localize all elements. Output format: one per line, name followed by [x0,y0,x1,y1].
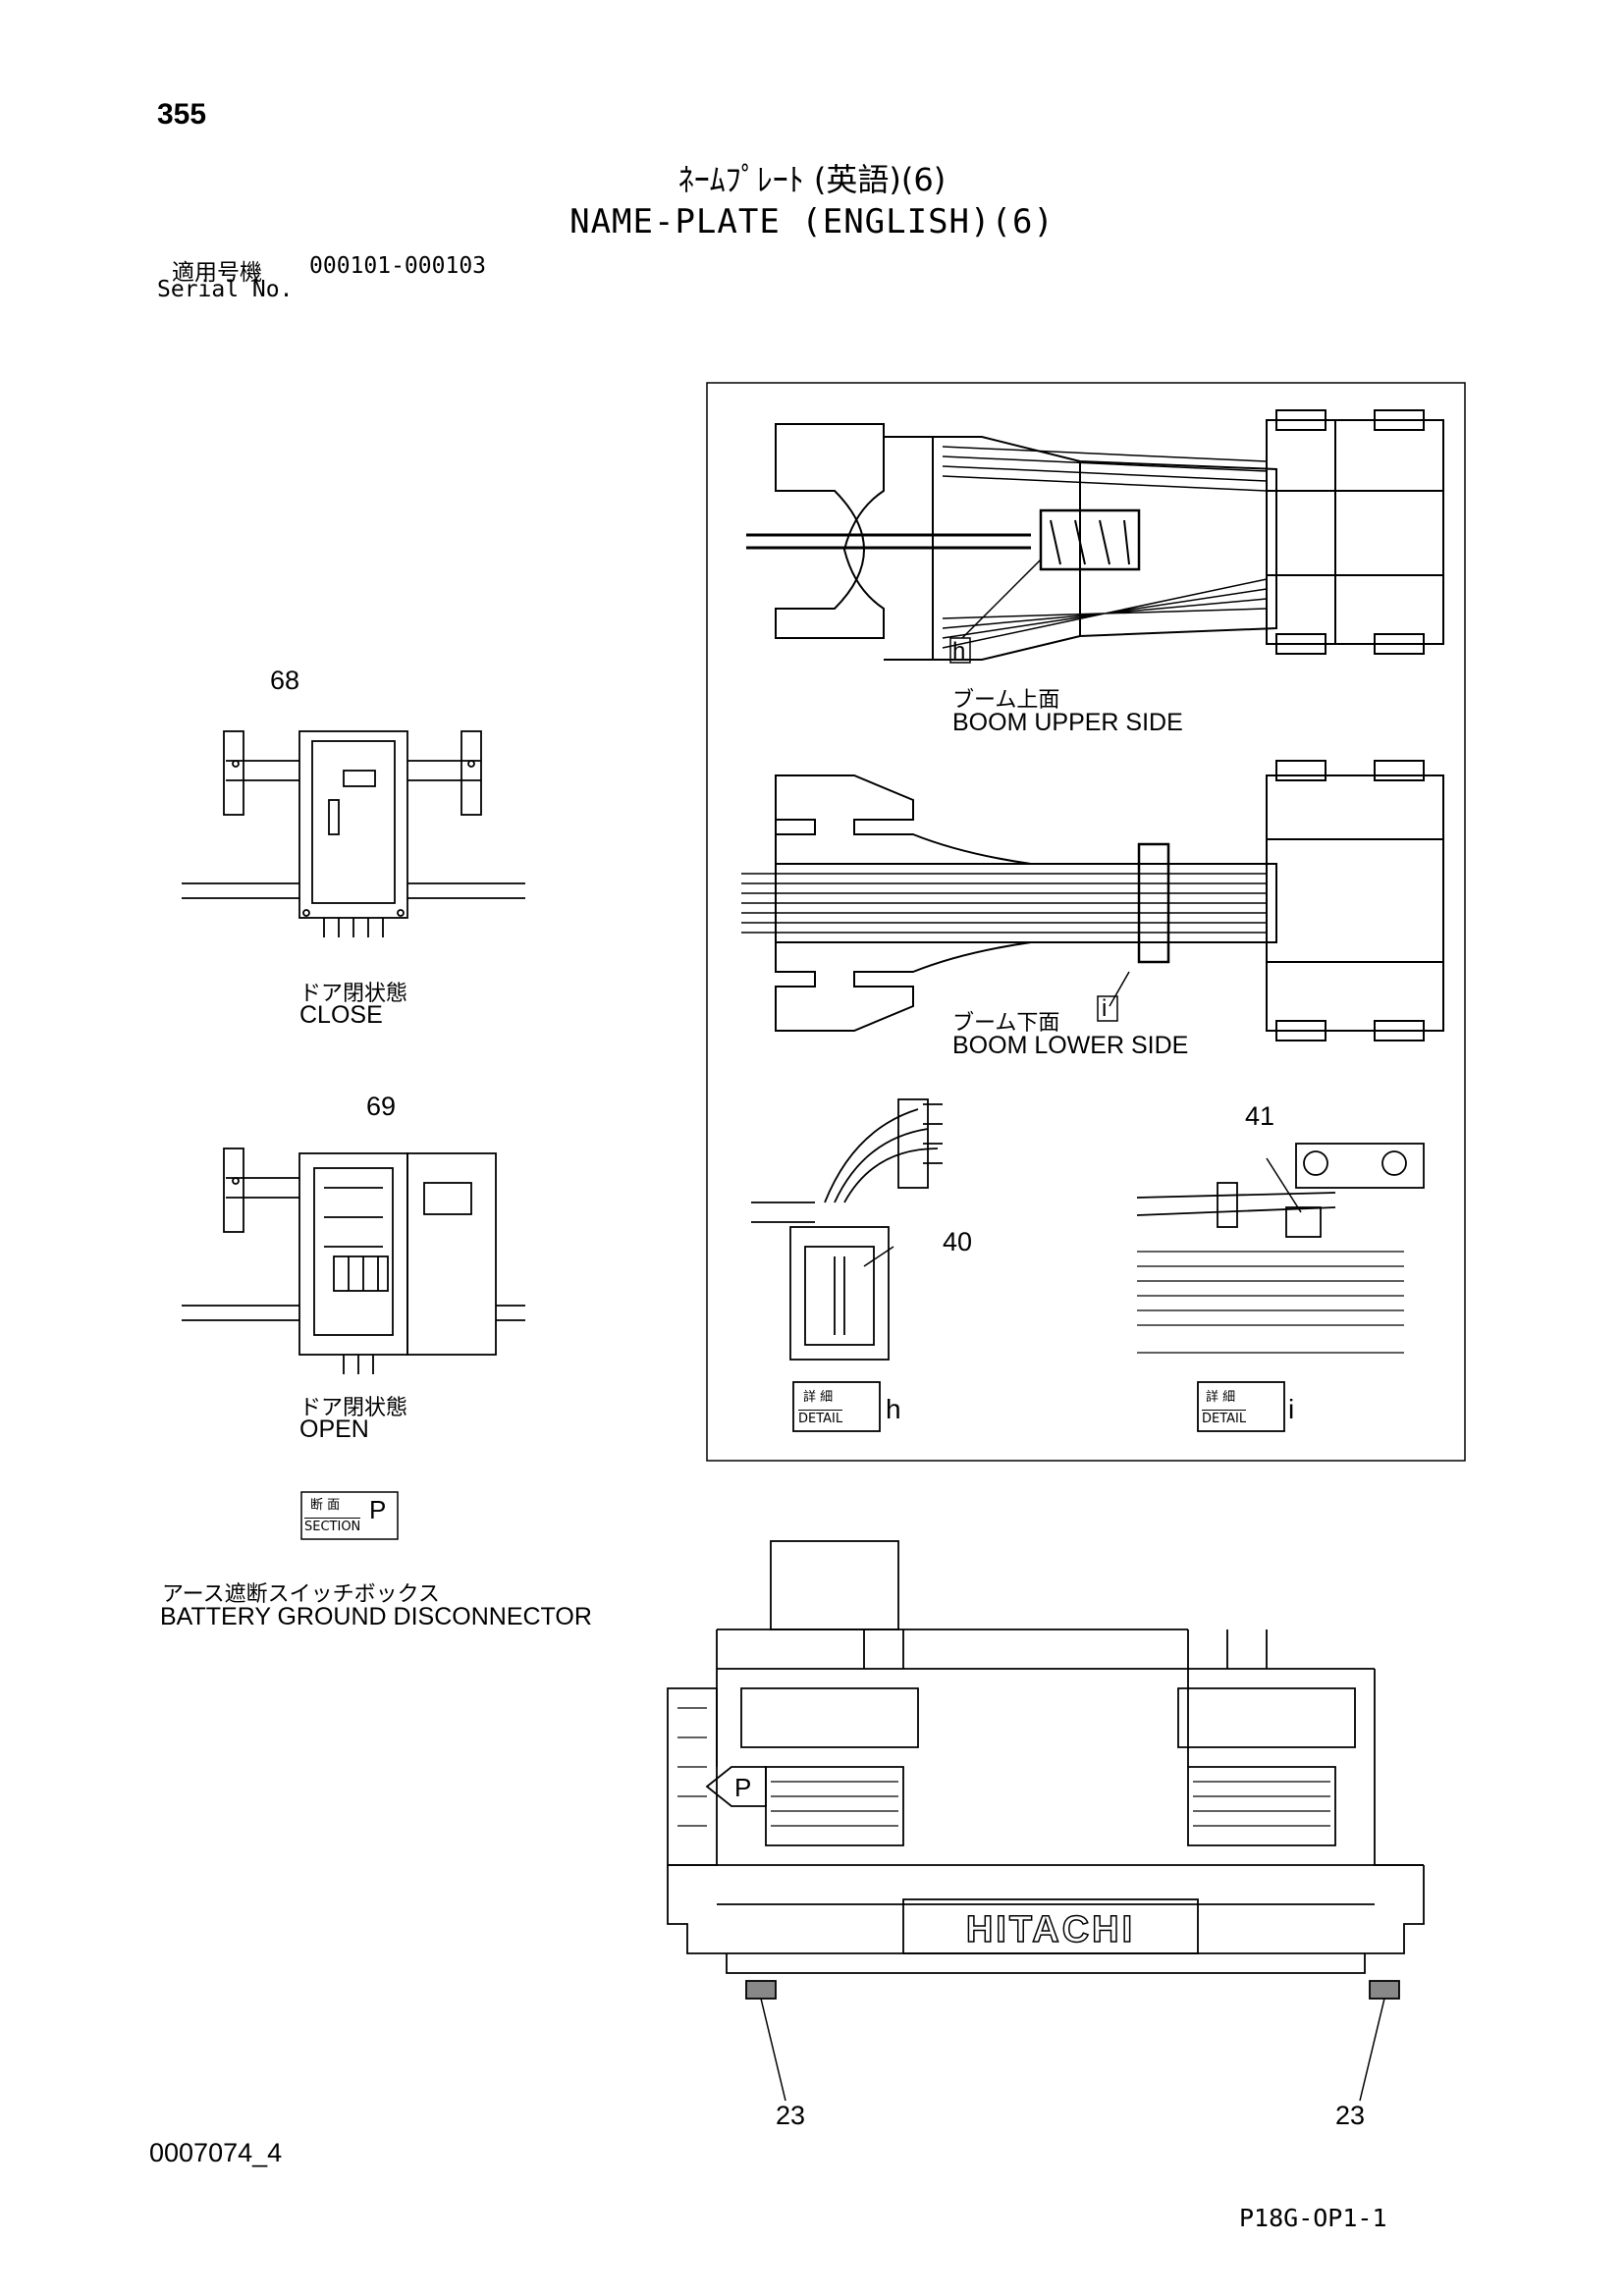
callout-41: 41 [1245,1101,1275,1131]
boom-lower-label-en: BOOM LOWER SIDE [952,1032,1189,1059]
machine-section-marker: P [734,1773,752,1802]
detail-i-letter: i [1288,1394,1295,1424]
close-label-en: CLOSE [299,1001,383,1029]
title-japanese: ﾈｰﾑﾌﾟﾚｰﾄ (英語)(6) [677,161,947,198]
boom-lower-label-jp: ブーム下面 [952,1011,1060,1036]
close-door-drawing [182,730,525,937]
detail-i-jp: 詳 細 [1206,1390,1236,1405]
detail-h-jp: 詳 細 [803,1390,834,1405]
detail-h-drawing [751,1098,943,1432]
boom-view-frame [706,382,1466,1462]
callout-40: 40 [943,1227,973,1256]
detail-i-drawing [1136,1143,1425,1432]
serial-label-english: Serial No. [157,277,294,302]
close-label-jp: ドア閉状態 [299,982,408,1006]
detail-i-en: DETAIL [1202,1410,1247,1426]
section-en: SECTION [304,1518,361,1534]
detail-h-en: DETAIL [798,1410,843,1426]
machine-front-drawing [667,1540,1425,2102]
footer-code: P18G-OP1-1 [1239,2204,1387,2232]
section-jp: 断 面 [310,1498,341,1513]
open-label-en: OPEN [299,1415,369,1443]
document-id: 0007074_4 [149,2138,283,2167]
boom-upper-label-en: BOOM UPPER SIDE [952,709,1183,736]
open-door-drawing [182,1148,525,1374]
callout-23-left: 23 [776,2101,806,2130]
boom-upper-label-jp: ブーム上面 [952,688,1060,713]
boom-upper-detail-marker: h [952,638,966,665]
section-letter: P [369,1495,387,1524]
battery-label-en: BATTERY GROUND DISCONNECTOR [160,1603,592,1630]
serial-value: 000101-000103 [309,253,487,279]
callout-68: 68 [270,666,300,695]
detail-i-box-frame [1197,1381,1285,1432]
boom-lower-drawing [741,760,1444,1041]
callout-23-right: 23 [1335,2101,1366,2130]
hitachi-logo: HITACHI [966,1909,1135,1950]
callout-69: 69 [366,1092,397,1121]
boom-upper-drawing [746,409,1444,664]
battery-label-jp: アース遮断スイッチボックス [162,1582,440,1607]
boom-lower-detail-marker: i [1102,995,1108,1022]
open-label-jp: ドア閉状態 [299,1396,408,1420]
detail-h-box-frame [792,1381,881,1432]
serial-label-japanese: 適用号機 [172,260,262,286]
page-number: 355 [157,98,207,131]
title-english: NAME-PLATE (ENGLISH)(6) [569,202,1055,241]
section-box-frame [300,1491,399,1540]
detail-h-letter: h [886,1394,901,1424]
